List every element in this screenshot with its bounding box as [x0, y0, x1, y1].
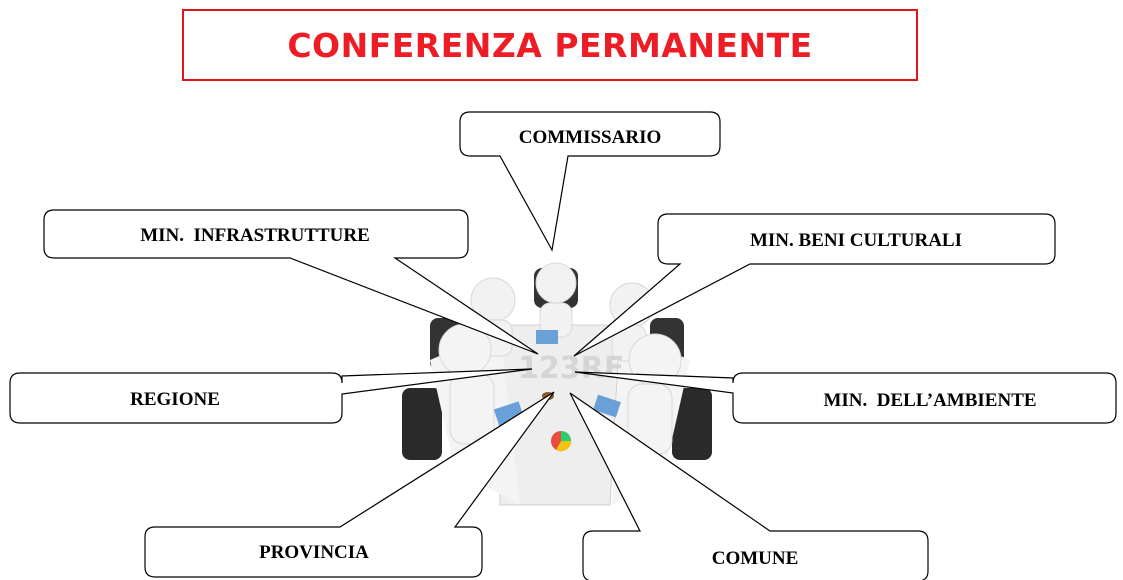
callout-min-infrastrutture: MIN. INFRASTRUTTURE	[43, 209, 539, 355]
callout-regione: REGIONE	[9, 368, 533, 424]
callout-comune: COMUNE	[569, 392, 929, 580]
callout-provincia: PROVINCIA	[144, 391, 555, 578]
callout-label: MIN. DELL’AMBIENTE	[823, 390, 1036, 411]
callout-min-beni-culturali: MIN. BENI CULTURALI	[573, 213, 1056, 357]
callout-label: MIN. BENI CULTURALI	[750, 230, 962, 251]
page-title: CONFERENZA PERMANENTE	[287, 25, 813, 65]
watermark-text: 123RF	[518, 351, 624, 386]
callout-min-ambiente: MIN. DELL’AMBIENTE	[574, 371, 1117, 424]
callout-label: MIN. INFRASTRUTTURE	[140, 225, 370, 246]
callout-label: REGIONE	[130, 389, 220, 410]
callout-label: PROVINCIA	[259, 542, 369, 563]
pie-chart-icon	[551, 431, 572, 452]
callout-label: COMMISSARIO	[519, 127, 662, 148]
callout-commissario: COMMISSARIO	[459, 111, 721, 252]
title-banner: CONFERENZA PERMANENTE	[182, 9, 918, 81]
callout-label: COMUNE	[712, 548, 799, 569]
